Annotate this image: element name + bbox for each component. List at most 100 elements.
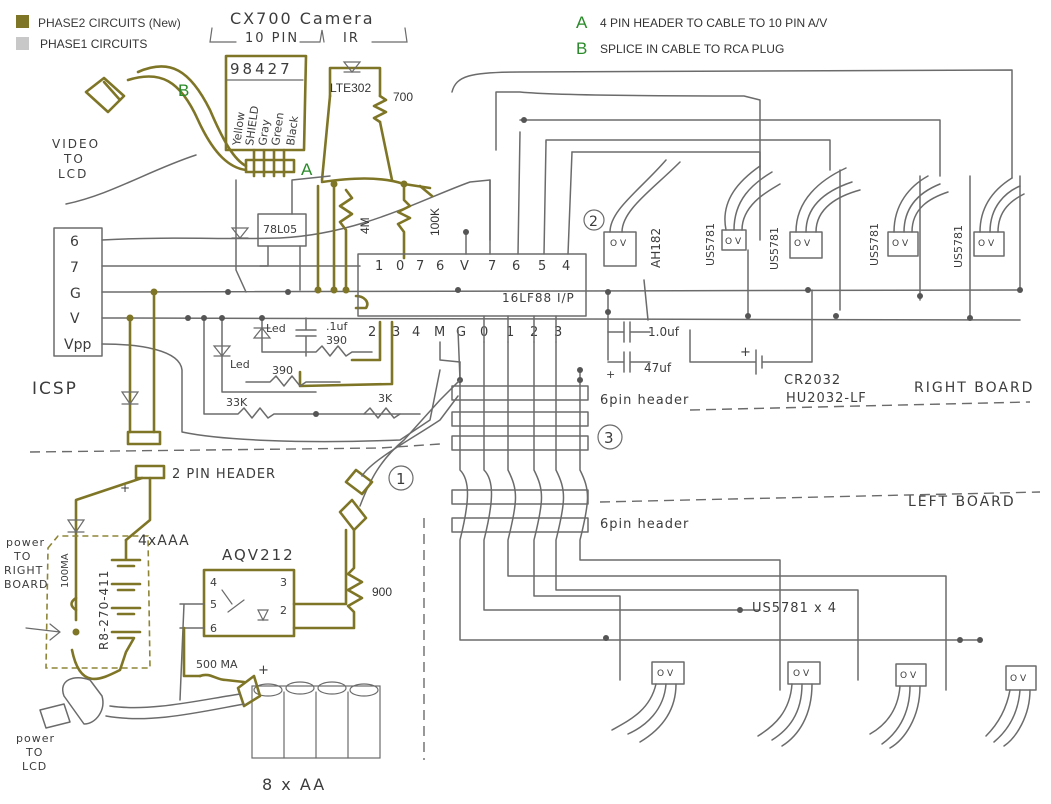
two-pin-plus: + <box>120 481 130 495</box>
pic-name: 16LF88 I/P <box>502 291 575 305</box>
hall-us5781-4-label: US5781 <box>952 225 965 268</box>
video-label-l2: TO <box>63 152 85 166</box>
icsp-pin-6: 6 <box>70 234 79 250</box>
cap-c2-label: 1.0uf <box>648 325 680 339</box>
hall-us5781-1-label: US5781 <box>704 223 717 266</box>
resistor-100k: 100K <box>428 208 442 236</box>
relay-label: AQV212 <box>222 546 295 564</box>
pic-bottom-pin-4: 4 <box>412 325 420 340</box>
resistor-390b-label: 390 <box>272 364 293 377</box>
resistor-33k-label: 33K <box>226 396 248 409</box>
camera-sub-ir: IR <box>343 31 360 46</box>
pic-top-pin-6: 6 <box>436 259 444 274</box>
camera-wire-black: Black <box>284 115 301 147</box>
relay-pin-3: 3 <box>280 576 287 589</box>
resistor-4m: 4M <box>358 217 372 234</box>
hall-bottom-3-pad: O V <box>900 671 917 681</box>
cap-c1-label: .1uf <box>326 320 348 333</box>
aa-plus: + <box>258 663 269 678</box>
pic-top-pin-7: 7 <box>416 259 424 274</box>
cap-c3-label: 47uf <box>644 361 672 375</box>
two-pin-header-label: 2 PIN HEADER <box>172 467 276 482</box>
icsp-pin-v: V <box>70 311 80 327</box>
power-lcd-l3: LCD <box>22 760 47 773</box>
left-passives: Led Led 390 33K 390 3K .1uf <box>185 289 421 419</box>
relay-pin-5: 5 <box>210 598 217 611</box>
hall-sensors-bottom: US5781 x 4 O V O V O V O V <box>603 601 1037 749</box>
power-right-l2: TO <box>13 550 31 563</box>
legend-label-phase2: PHASE2 CIRCUITS (New) <box>38 16 181 30</box>
power-section: 2 PIN HEADER + 4xAAA R8-270-411 100MA po… <box>4 464 276 681</box>
regulator-label: 78L05 <box>263 223 297 236</box>
note-b-letter: B <box>576 39 587 58</box>
ir-led-label: LTE302 <box>330 81 371 95</box>
note-a-text: 4 PIN HEADER TO CABLE TO 10 PIN A/V <box>600 16 827 30</box>
pic-top-pin-v: V <box>460 259 469 274</box>
power-right-l3: RIGHT <box>4 564 43 577</box>
note-b-text: SPLICE IN CABLE TO RCA PLUG <box>600 42 784 56</box>
regulator: 78L05 <box>230 175 331 293</box>
cable-b-label: B <box>178 81 189 100</box>
hall-us5781-3-label: US5781 <box>868 223 881 266</box>
hall-bottom-1-pad: O V <box>657 669 674 679</box>
video-label-l3: LCD <box>58 167 88 181</box>
led2-label: Led <box>266 322 286 335</box>
hall-sensors-top: 2 O V AH182 O V US5781 O V US5781 O V US… <box>583 159 1025 321</box>
power-right-l4: BOARD <box>4 578 48 591</box>
camera-pin-numbers: 98427 <box>230 60 293 78</box>
relay-aqv212: AQV212 4 5 6 3 2 500 MA + <box>179 546 296 701</box>
pic-microcontroller: 1 0 7 6 V 7 6 5 4 16LF88 I/P 2 3 4 M G 0… <box>357 131 587 381</box>
fuse-100-label: 100MA <box>60 553 71 588</box>
ir-resistor-label: 700 <box>393 90 413 104</box>
left-board-label: LEFT BOARD <box>908 494 1016 510</box>
video-label-l1: VIDEO <box>52 137 100 151</box>
legend-swatch-phase2 <box>16 15 29 28</box>
right-board-label: RIGHT BOARD <box>914 380 1034 396</box>
legend-swatch-phase1 <box>16 37 29 50</box>
pic-bottom-pin-3: 3 <box>554 325 562 340</box>
hall-us5781-2-label: US5781 <box>768 227 781 270</box>
hall-us5781-4-pad: O V <box>978 239 995 249</box>
icsp-phase2 <box>120 288 162 446</box>
power-right-l1: power <box>6 536 45 549</box>
icsp-pin-7: 7 <box>70 260 79 276</box>
pic-top-pin-0: 0 <box>396 259 404 274</box>
camera-wire-green: Green <box>269 112 287 147</box>
hall-bottom-group-label: US5781 x 4 <box>752 601 837 616</box>
fuse-500-label: 500 MA <box>196 658 238 671</box>
power-lcd-l2: TO <box>25 746 43 759</box>
led1-label: Led <box>230 358 250 371</box>
pic-top-pin-6b: 6 <box>512 259 520 274</box>
pic-top-pin-4: 4 <box>562 259 570 274</box>
pic-bottom-pin-1: 1 <box>506 325 514 340</box>
notes: A 4 PIN HEADER TO CABLE TO 10 PIN A/V B … <box>576 13 827 58</box>
icsp-pin-vpp: Vpp <box>64 337 91 353</box>
right-caps-battery: 1.0uf 47uf + + CR2032 HU2032-LF RIGHT BO… <box>606 289 1034 411</box>
pic-bottom-pin-3: 3 <box>392 325 400 340</box>
aaa-label: 4xAAA <box>138 533 190 549</box>
power-lcd-l1: power <box>16 732 55 745</box>
camera-sub-pins: 10 PIN <box>245 31 299 46</box>
relay-pin-4: 4 <box>210 576 217 589</box>
coin-cell-plus: + <box>740 345 751 360</box>
camera-title: CX700 Camera <box>230 9 375 28</box>
relay-drive: 900 1 <box>292 379 461 630</box>
hall-us5781-1-pad: O V <box>725 237 742 247</box>
resistor-390a-label: 390 <box>326 334 347 347</box>
six-pin-header-top: 6pin header <box>600 393 689 408</box>
relay-pin-2: 2 <box>280 604 287 617</box>
hall-ah182-label: AH182 <box>649 228 663 268</box>
icsp-connector: 6 7 G V Vpp ICSP <box>32 227 103 399</box>
header-num-3: 3 <box>604 429 614 447</box>
pic-bottom-pin-g: G <box>456 325 466 340</box>
pic-top-pin-5: 5 <box>538 259 546 274</box>
aa-pack: 8 x AA power TO LCD <box>16 674 381 794</box>
pic-bottom-pin-2: 2 <box>368 325 376 340</box>
hall-us5781-2-pad: O V <box>794 239 811 249</box>
coin-holder-label: HU2032-LF <box>786 391 867 406</box>
hall-bottom-4-pad: O V <box>1010 674 1027 684</box>
coin-cell-label: CR2032 <box>784 373 841 388</box>
legend: PHASE2 CIRCUITS (New) PHASE1 CIRCUITS <box>16 15 181 51</box>
icsp-label: ICSP <box>32 379 78 399</box>
camera-wire-gray: Gray <box>256 118 273 146</box>
